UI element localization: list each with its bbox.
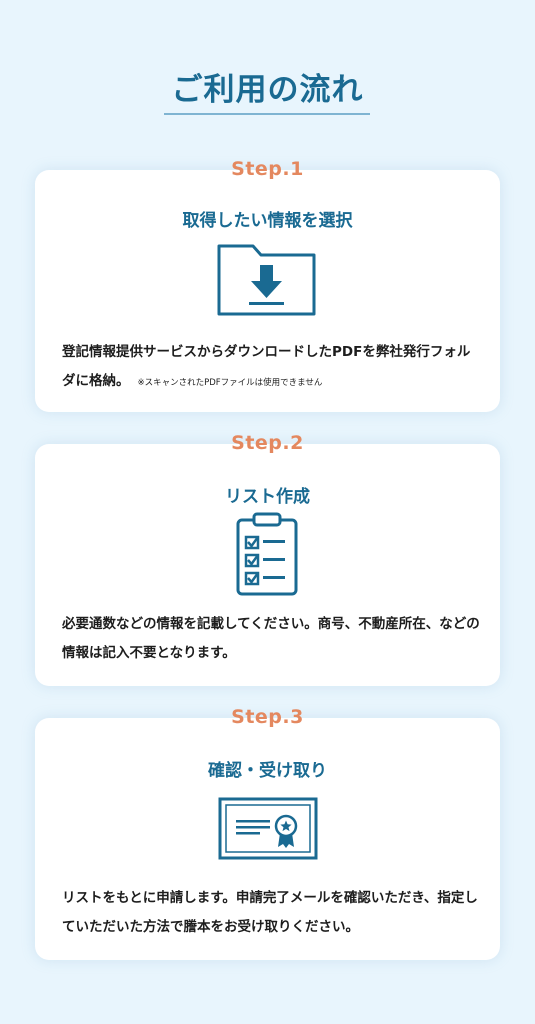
- step-3-description: リストをもとに申請します。申請完了メールを確認いただき、指定していただいた方法で…: [62, 890, 478, 935]
- certificate-icon: [218, 797, 318, 860]
- step-2-heading: リスト作成: [225, 487, 310, 507]
- step-3-heading: 確認・受け取り: [208, 761, 327, 781]
- folder-download-icon: [217, 244, 316, 316]
- step-1-description-text: 登記情報提供サービスからダウンロードしたPDFを弊社発行フォルダに格納。: [62, 344, 471, 389]
- step-1-note: ※スキャンされたPDFファイルは使用できません: [137, 378, 323, 388]
- step-1-label: Step.1: [231, 158, 304, 180]
- step-1-heading: 取得したい情報を選択: [182, 211, 353, 231]
- clipboard-checklist-icon: [236, 512, 298, 596]
- step-3-label: Step.3: [231, 706, 304, 728]
- step-2-card: リスト作成 必要通数などの情報を記載してください。商号、不動産所在、などの情報は…: [35, 444, 500, 686]
- step-3-card: 確認・受け取り リストをもとに申請します。申請完了メールを確認いただき、指定して…: [35, 718, 500, 960]
- step-2-label: Step.2: [231, 432, 304, 454]
- step-1-description: 登記情報提供サービスからダウンロードしたPDFを弊社発行フォルダに格納。※スキャ…: [62, 338, 482, 398]
- step-1-card: 取得したい情報を選択 登記情報提供サービスからダウンロードしたPDFを弊社発行フ…: [35, 170, 500, 412]
- page-title: ご利用の流れ: [171, 72, 364, 108]
- step-2-description: 必要通数などの情報を記載してください。商号、不動産所在、などの情報は記入不要とな…: [62, 616, 480, 661]
- title-underline: [164, 113, 370, 115]
